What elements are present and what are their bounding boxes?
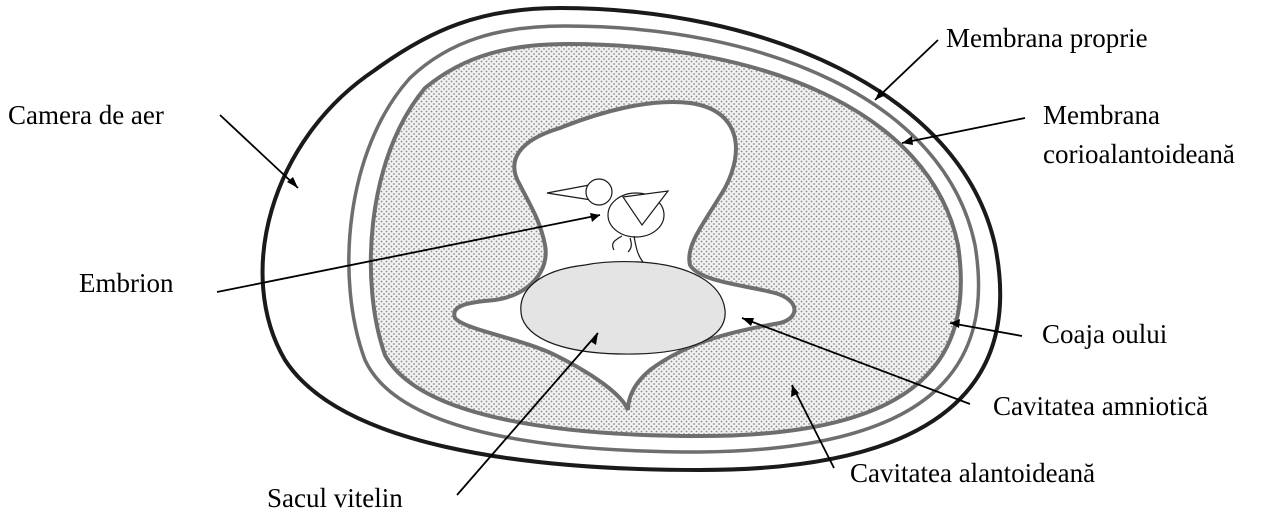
label-cavitatea-amniotica: Cavitatea amniotică	[993, 391, 1208, 421]
pointer-membrana-proprie	[875, 40, 938, 100]
label-sacul-vitelin: Sacul vitelin	[267, 483, 403, 512]
label-membrana-corio-line1: Membrana	[1043, 100, 1160, 130]
label-membrana-corio-line2: corioalantoideană	[1043, 139, 1235, 169]
label-embrion: Embrion	[79, 268, 174, 298]
label-cavitatea-alantoideana: Cavitatea alantoideană	[850, 458, 1095, 488]
pointer-camera-de-aer	[220, 115, 298, 188]
yolk-sac	[521, 262, 725, 354]
label-camera-de-aer: Camera de aer	[8, 100, 164, 130]
label-coaja-oului: Coaja oului	[1042, 319, 1167, 349]
label-membrana-proprie: Membrana proprie	[946, 23, 1148, 53]
